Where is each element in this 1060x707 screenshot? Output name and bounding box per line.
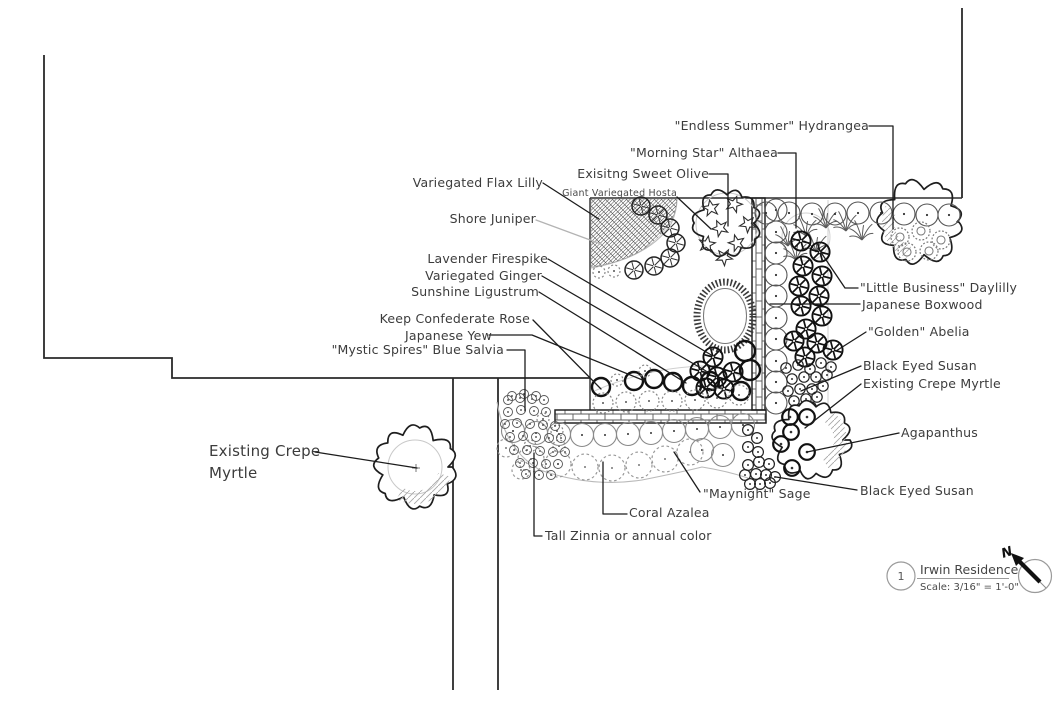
north-label: N (1000, 544, 1015, 562)
plant-symbols (372, 178, 963, 510)
label-endless-summer-hydrangea: "Endless Summer" Hydrangea (674, 118, 869, 133)
label-golden-abelia: "Golden" Abelia (868, 324, 970, 339)
label-agapanthus: Agapanthus (901, 425, 978, 440)
north-arrow-circle (1017, 558, 1053, 594)
label-keep-confederate-rose: Keep Confederate Rose (379, 311, 530, 326)
north-arrow-shaft (1017, 559, 1042, 584)
label-mystic-spires-blue-salvia: "Mystic Spires" Blue Salvia (331, 342, 504, 357)
north-arrow-head (1011, 553, 1024, 566)
label-morning-star-althaea: "Morning Star" Althaea (630, 145, 778, 160)
label-existing-sweet-olive: Exisitng Sweet Olive (577, 166, 709, 181)
label-shore-juniper: Shore Juniper (449, 211, 536, 226)
sheet-number-bubble (886, 561, 916, 591)
label-little-business-daylilly: "Little Business" Daylilly (860, 280, 1018, 295)
label-existing-crepe-myrtle-right: Existing Crepe Myrtle (863, 376, 1001, 391)
sheet-number: 1 (898, 570, 905, 583)
label-variegated-ginger: Variegated Ginger (425, 268, 542, 283)
label-tall-zinnia: Tall Zinnia or annual color (545, 528, 712, 543)
drawing-scale: Scale: 3/16" = 1'-0" (920, 582, 1019, 593)
label-black-eyed-susan-upper: Black Eyed Susan (863, 358, 977, 373)
north-arrow: N (1000, 544, 1053, 594)
label-black-eyed-susan-lower: Black Eyed Susan (860, 483, 974, 498)
drawing-title: Irwin Residence (920, 562, 1019, 577)
bed-edges-and-hardscape (496, 197, 829, 483)
label-maynight-sage: "Maynight" Sage (703, 486, 811, 501)
label-leader-lines (314, 125, 900, 537)
building-and-walkway-lines (43, 8, 963, 690)
label-lavender-firespike: Lavender Firespike (427, 251, 548, 266)
label-coral-azalea: Coral Azalea (629, 505, 710, 520)
label-variegated-flax-lilly: Variegated Flax Lilly (412, 175, 543, 190)
label-giant-variegated-hosta: Giant Variegated Hosta (562, 188, 677, 199)
label-japanese-boxwood: Japanese Boxwood (862, 297, 983, 312)
title-block: 1 Irwin Residence Scale: 3/16" = 1'-0" (886, 561, 1019, 593)
label-japanese-yew: Japanese Yew (404, 328, 492, 343)
label-sunshine-ligustrum: Sunshine Ligustrum (411, 284, 539, 299)
label-existing-crepe-myrtle-left: Existing Crepe Myrtle (209, 442, 321, 482)
